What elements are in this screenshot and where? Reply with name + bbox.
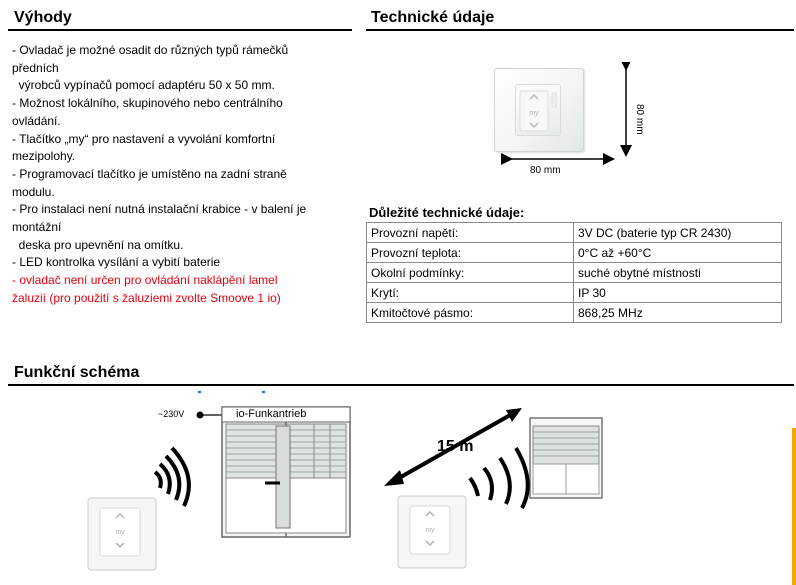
signal-waves-left-icon — [153, 446, 191, 507]
benefits-list: - Ovladač je možné osadit do různých typ… — [12, 42, 312, 308]
svg-text:my: my — [115, 529, 125, 536]
remote-control-right-icon: my — [397, 495, 467, 569]
table-row: Okolní podmínky: suché obytné místnosti — [366, 262, 782, 283]
benefit-line: ovládání. — [12, 113, 61, 128]
benefit-line: - Ovladač je možné osadit do různých typ… — [12, 43, 289, 57]
warning-line: žaluzií (pro použití s žaluziemi zvolte … — [12, 290, 281, 305]
window-blind-left-icon — [221, 406, 351, 538]
spec-value: IP 30 — [573, 282, 782, 303]
tech-data-heading: Technické údaje — [371, 9, 495, 26]
function-schema-heading: Funkční schéma — [14, 364, 140, 381]
benefit-line: modulu. — [12, 184, 55, 199]
table-row: Provozní teplota: 0°C až +60°C — [366, 242, 782, 263]
benefit-line: - LED kontrolka vysílání a vybití bateri… — [12, 255, 221, 270]
table-row: Kmitočtové pásmo: 868,25 MHz — [366, 302, 782, 323]
benefit-line: montážní — [12, 220, 62, 235]
window-blind-right-icon — [529, 417, 603, 499]
benefit-line: deska pro upevnění na omítku. — [12, 237, 184, 252]
benefit-line: předních — [12, 60, 59, 75]
dimension-arrows — [501, 62, 632, 165]
spec-label: Provozní teplota: — [366, 242, 574, 263]
svg-text:my: my — [529, 110, 539, 117]
spec-label: Krytí: — [366, 282, 574, 303]
voltage-label: ~230V — [158, 409, 185, 419]
remote-control-left-icon: my — [87, 497, 157, 571]
benefits-heading: Výhody — [14, 9, 72, 26]
dimension-height-label: 80 mm — [634, 104, 645, 135]
drive-label: io-Funkantrieb — [236, 408, 307, 420]
warning-line: - ovladač není určen pro ovládání nakláp… — [12, 273, 278, 288]
benefit-line: - Programovací tlačítko je umístěno na z… — [12, 166, 287, 181]
benefit-line: - Pro instalaci není nutná instalační kr… — [12, 202, 307, 217]
tech-data-heading-rule — [366, 29, 794, 31]
signal-waves-right-icon — [468, 446, 530, 509]
spec-label: Kmitočtové pásmo: — [366, 302, 574, 323]
svg-text:my: my — [425, 527, 435, 534]
distance-arrow — [384, 408, 522, 486]
distance-label: 15 m — [437, 438, 474, 455]
table-row: Provozní napětí: 3V DC (baterie typ CR 2… — [366, 222, 782, 243]
benefit-line: mezipolohy. — [12, 149, 76, 164]
spec-value: suché obytné místnosti — [573, 262, 782, 283]
spec-value: 868,25 MHz — [573, 302, 782, 323]
benefit-line: výrobců vypínačů pomocí adaptéru 50 x 50… — [12, 78, 275, 93]
page-edge-accent — [792, 428, 796, 585]
table-row: Krytí: IP 30 — [366, 282, 782, 303]
function-schema-diagram: my my — [87, 391, 603, 571]
spec-value: 0°C až +60°C — [573, 242, 782, 263]
dimension-width-label: 80 mm — [530, 165, 561, 176]
product-frame-image: my — [494, 68, 584, 152]
benefit-line: - Tlačítko „my“ pro nastavení a vyvolání… — [12, 131, 276, 146]
control-buttons-icon: my — [519, 90, 557, 132]
spec-value: 3V DC (baterie typ CR 2430) — [573, 222, 782, 243]
spec-table: Provozní napětí: 3V DC (baterie typ CR 2… — [366, 222, 782, 323]
function-schema-heading-rule — [8, 384, 794, 386]
spec-label: Okolní podmínky: — [366, 262, 574, 283]
spec-table-title: Důležité technické údaje: — [369, 205, 525, 220]
spec-label: Provozní napětí: — [366, 222, 574, 243]
benefit-line: - Možnost lokálního, skupinového nebo ce… — [12, 96, 283, 111]
benefits-heading-rule — [8, 29, 352, 31]
product-module: my — [515, 84, 561, 136]
